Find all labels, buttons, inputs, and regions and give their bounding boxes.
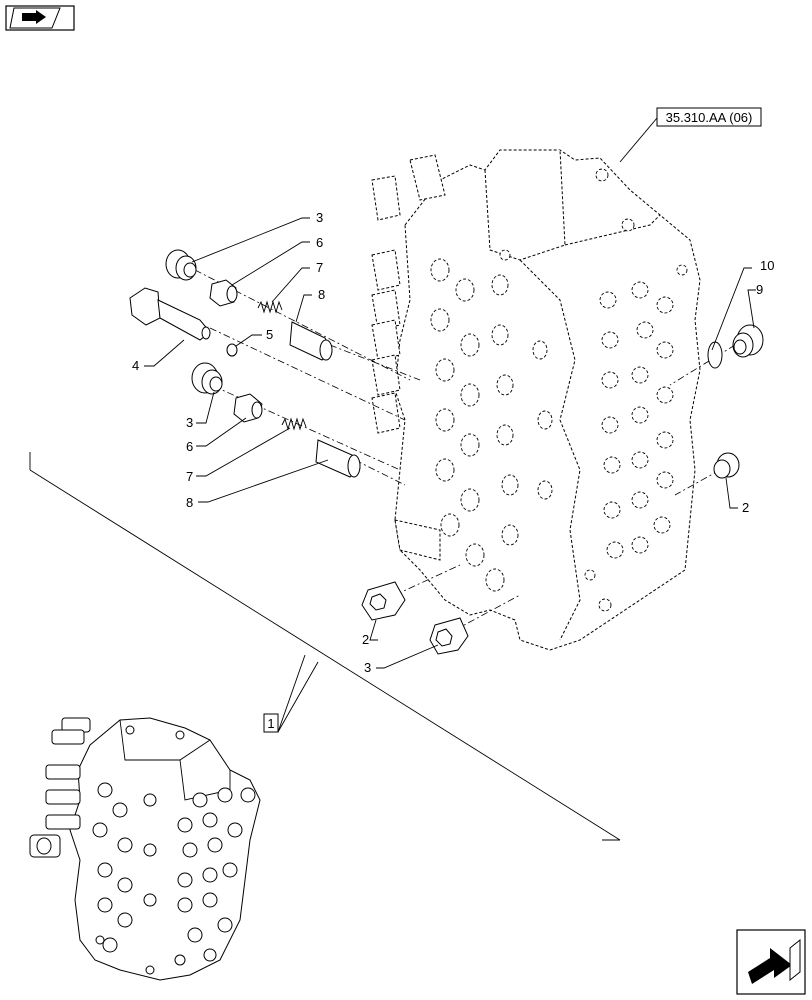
plug-3-top (165, 249, 197, 281)
callout-6a: 6 (316, 235, 323, 250)
assembly-label-box (263, 713, 279, 733)
callout-2-bottom: 2 (362, 632, 369, 647)
callout-3-bottom: 3 (364, 660, 371, 675)
plug-9 (732, 324, 764, 358)
spool-8-top (289, 321, 333, 361)
callout-7a: 7 (316, 260, 323, 275)
callout-3b: 3 (186, 415, 193, 430)
valve-assembly-thumbnail (29, 717, 261, 981)
plug-3-middle (191, 362, 223, 395)
next-page-arrow-icon[interactable] (736, 929, 806, 995)
reference-box[interactable]: 35.310.AA (06) (656, 107, 762, 127)
cap-6-top (209, 279, 238, 307)
cap-6-middle (233, 393, 263, 423)
callout-10: 10 (760, 258, 774, 273)
plug-2-bottom (361, 581, 406, 621)
o-ring-10 (707, 341, 723, 369)
spring-7-top (257, 300, 283, 314)
callout-6b: 6 (186, 439, 193, 454)
callout-8a: 8 (318, 287, 325, 302)
callout-5: 5 (266, 327, 273, 342)
book-arrow-icon[interactable] (5, 5, 75, 31)
spring-7-middle (281, 417, 307, 431)
callout-4: 4 (132, 358, 139, 373)
spool-8-middle (315, 439, 361, 478)
o-ring-5 (226, 343, 238, 357)
callout-2-right: 2 (742, 500, 749, 515)
control-valve-block (371, 149, 701, 651)
reference-text: 35.310.AA (06) (666, 110, 753, 125)
plug-2-right (713, 452, 740, 479)
callout-3a: 3 (316, 210, 323, 225)
assembly-label: 1 (267, 716, 274, 731)
callout-8b: 8 (186, 495, 193, 510)
sensor-4 (129, 287, 211, 341)
callout-9: 9 (756, 282, 763, 297)
callout-7b: 7 (186, 469, 193, 484)
plug-3-bottom (429, 617, 469, 655)
